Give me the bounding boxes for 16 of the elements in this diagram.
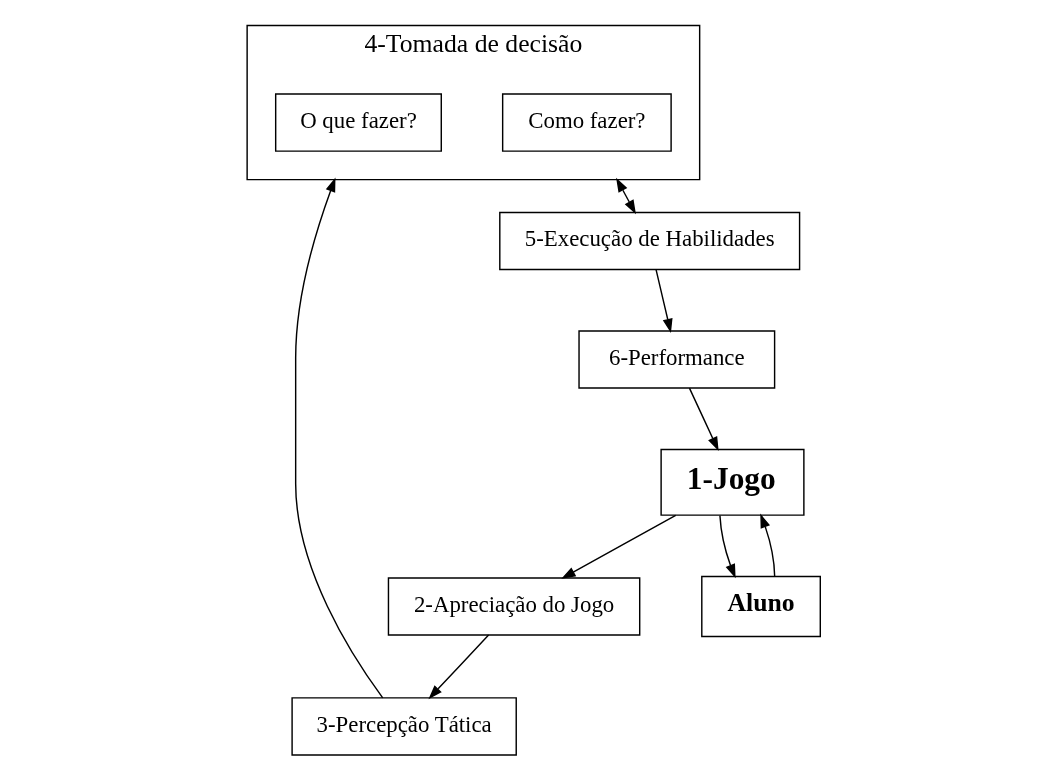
node-box: 2-Apreciação do Jogo <box>387 577 641 636</box>
arrow <box>294 177 384 699</box>
arrow <box>428 634 490 700</box>
node-box: 6-Performance <box>578 330 776 389</box>
arrow <box>561 514 677 579</box>
arrow <box>760 513 776 577</box>
node-box: 3-Percepção Tática <box>291 697 517 756</box>
node-box: 5-Execução de Habilidades <box>499 211 801 271</box>
arrow <box>616 177 636 215</box>
arrow <box>655 269 673 333</box>
node-box: Aluno <box>701 575 821 638</box>
arrow <box>688 387 719 452</box>
node-box: O que fazer? <box>274 93 442 152</box>
arrow <box>719 514 736 579</box>
node-box: Como fazer? <box>501 93 672 152</box>
node-box: 1-Jogo <box>660 448 805 516</box>
